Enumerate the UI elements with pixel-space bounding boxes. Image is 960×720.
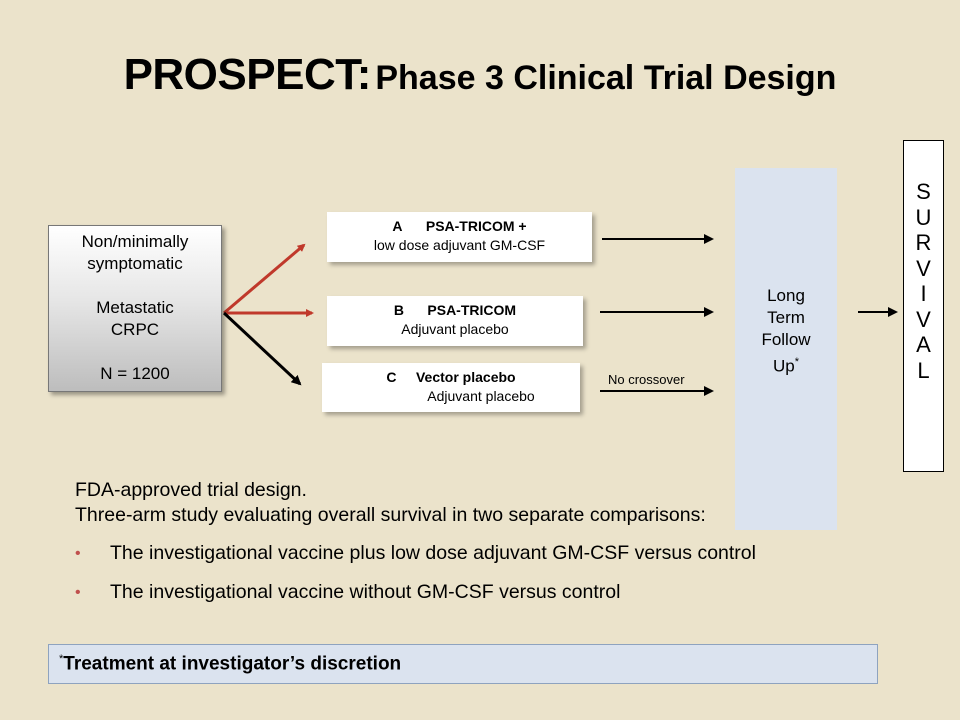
arm-c-desc: Adjuvant placebo <box>427 388 535 404</box>
survival-letter: U <box>915 204 932 230</box>
arm-b-box: B PSA-TRICOM Adjuvant placebo <box>327 296 583 346</box>
footnote-box: *Treatment at investigator’s discretion <box>48 644 878 684</box>
bullet-text: The investigational vaccine plus low dos… <box>110 542 756 564</box>
note-line: Three-arm study evaluating overall survi… <box>75 504 706 526</box>
comparison-bullets: • The investigational vaccine plus low d… <box>75 541 756 619</box>
follow-up-label: Long Term Follow Up* <box>735 285 837 378</box>
arrow-to-arm-c <box>222 311 302 386</box>
population-size: N = 1200 <box>100 364 170 383</box>
arm-c-box: C Vector placebo Adjuvant placebo <box>322 363 580 412</box>
survival-letter: L <box>917 357 930 383</box>
title-sub: Phase 3 Clinical Trial Design <box>375 59 837 97</box>
survival-letter: I <box>920 281 927 306</box>
follow-up-footnote-mark: * <box>794 356 799 368</box>
arm-b-name: PSA-TRICOM <box>427 302 517 318</box>
follow-up-line: Long <box>767 286 805 305</box>
population-line: symptomatic <box>87 254 183 273</box>
arm-c-letter: C <box>386 369 397 385</box>
survival-letter: V <box>916 255 931 281</box>
population-line: Metastatic <box>96 298 174 317</box>
slide-title: PROSPECT: Phase 3 Clinical Trial Design <box>0 50 960 100</box>
population-box: Non/minimally symptomatic Metastatic CRP… <box>48 225 222 392</box>
title-main: PROSPECT: <box>123 50 372 99</box>
no-crossover-label: No crossover <box>608 372 685 387</box>
survival-letter: A <box>916 332 931 357</box>
arm-c-name: Vector placebo <box>415 369 516 385</box>
arm-a-desc: low dose adjuvant GM-CSF <box>373 237 546 253</box>
bullet-item: • The investigational vaccine without GM… <box>75 580 756 619</box>
follow-up-line: Term <box>767 308 805 327</box>
survival-letter: S <box>916 179 931 204</box>
survival-letter: V <box>916 306 931 332</box>
population-line: CRPC <box>110 320 160 339</box>
footnote-text: Treatment at investigator’s discretion <box>63 653 402 675</box>
bullet-icon: • <box>75 584 81 601</box>
arm-b-letter: B <box>393 302 405 318</box>
follow-up-line: Follow <box>761 330 811 349</box>
arrow-to-arm-a <box>223 243 306 315</box>
population-line: Non/minimally <box>81 232 189 251</box>
bullet-icon: • <box>75 545 81 562</box>
survival-box: S U R V I V A L <box>903 140 944 472</box>
note-line: FDA-approved trial design. <box>75 479 307 501</box>
bullet-text: The investigational vaccine without GM-C… <box>110 581 621 603</box>
follow-up-line: Up <box>772 356 795 376</box>
design-notes: FDA-approved trial design. Three-arm stu… <box>75 478 706 528</box>
arm-a-name: PSA-TRICOM + <box>425 218 527 234</box>
arm-a-box: A PSA-TRICOM + low dose adjuvant GM-CSF <box>327 212 592 262</box>
bullet-item: • The investigational vaccine plus low d… <box>75 541 756 580</box>
footnote-mark: * <box>59 653 64 665</box>
survival-letter: R <box>915 230 932 255</box>
arm-a-letter: A <box>392 218 403 234</box>
follow-up-panel <box>735 168 837 530</box>
arm-b-desc: Adjuvant placebo <box>401 321 509 337</box>
